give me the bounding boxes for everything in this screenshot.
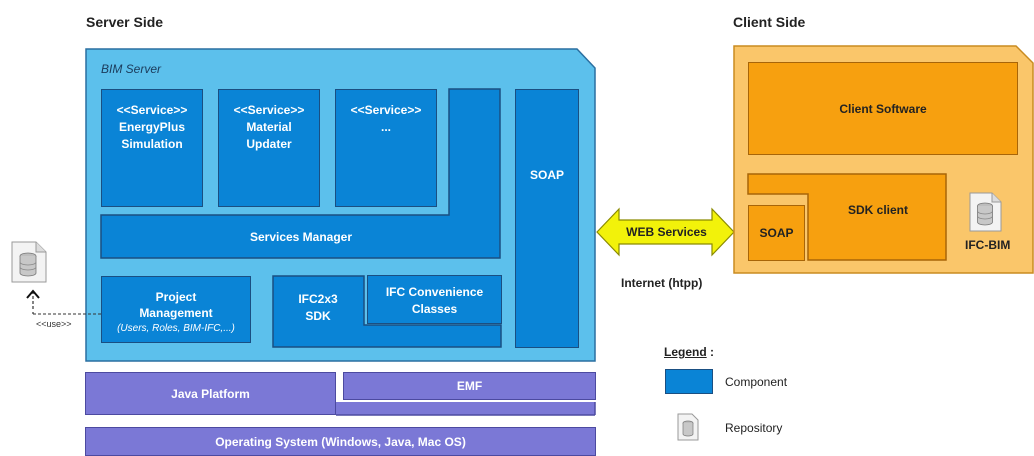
service-energyplus-simulation: <<Service>> EnergyPlus Simulation — [101, 89, 203, 207]
services-manager-label: Services Manager — [249, 230, 353, 244]
legend-component-label: Component — [725, 375, 788, 389]
client-soap: SOAP — [748, 205, 805, 261]
ifc-sdk-label: IFC2x3 SDK — [298, 292, 338, 323]
emf-connector — [336, 402, 596, 416]
use-dependency-arrow — [26, 289, 102, 315]
server-soap: SOAP — [515, 89, 579, 348]
service-material-updater: <<Service>> Material Updater — [218, 89, 320, 207]
internet-label: Internet (htpp) — [621, 276, 703, 290]
legend-title: Legend : — [664, 345, 714, 359]
service-more: <<Service>> ... — [335, 89, 437, 207]
legend-component-swatch — [665, 369, 713, 394]
legend-title-text: Legend — [664, 345, 707, 359]
project-management-title: Project Management — [139, 290, 213, 320]
ifc-sdk-shape — [272, 275, 502, 348]
operating-system: Operating System (Windows, Java, Mac OS) — [85, 427, 596, 456]
client-side-title: Client Side — [733, 14, 806, 30]
emf: EMF — [343, 372, 596, 400]
legend-repository-icon — [677, 413, 699, 441]
bim-server-label: BIM Server — [101, 62, 162, 76]
client-software: Client Software — [748, 62, 1018, 155]
sdk-client-shape — [747, 173, 947, 261]
java-platform: Java Platform — [85, 372, 336, 415]
ifc-bim-repository-icon — [969, 192, 1002, 232]
project-management: Project Management (Users, Roles, BIM-IF… — [101, 276, 251, 343]
server-side-title: Server Side — [86, 14, 164, 30]
ifc-bim-label: IFC-BIM — [965, 238, 1011, 252]
external-repository-icon — [11, 241, 47, 283]
sdk-client-label: SDK client — [847, 203, 908, 217]
project-management-subtitle: (Users, Roles, BIM-IFC,...) — [117, 323, 235, 334]
use-label: <<use>> — [36, 319, 72, 329]
services-manager-shape — [100, 88, 501, 259]
ifc-convenience-classes: IFC Convenience Classes — [367, 275, 502, 324]
legend-repository-label: Repository — [725, 421, 783, 435]
legend-title-colon: : — [710, 345, 715, 359]
web-services-label: WEB Services — [626, 225, 707, 239]
